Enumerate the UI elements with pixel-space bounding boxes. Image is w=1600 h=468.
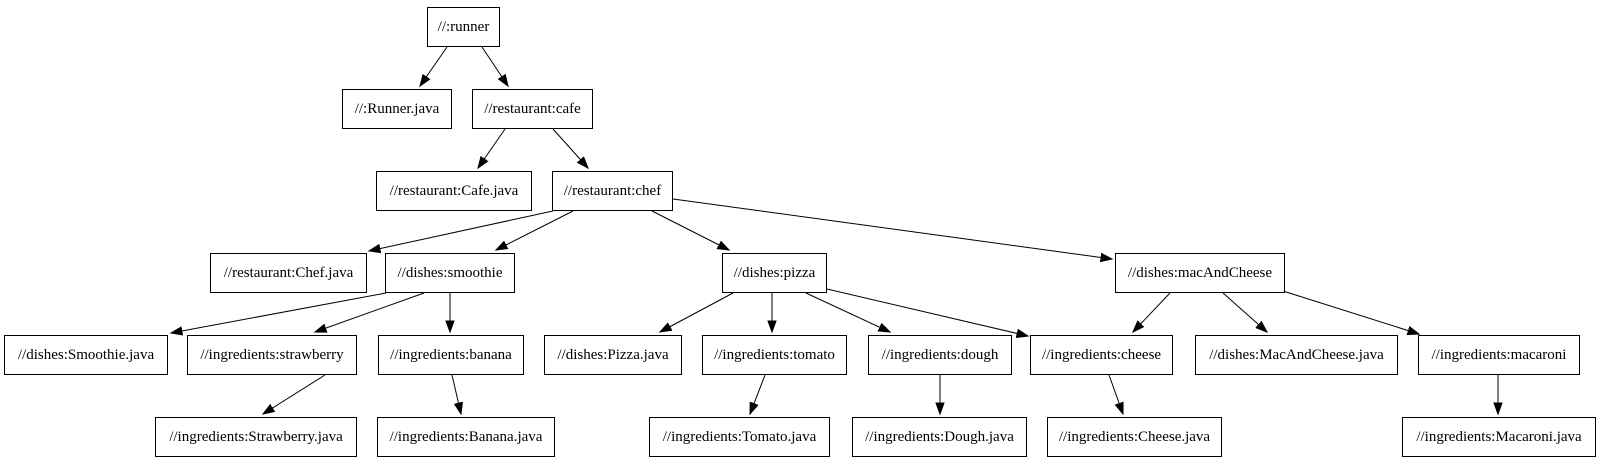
edge-cafe-to-cafe-java: [478, 128, 506, 168]
node-label: //:runner: [437, 18, 490, 35]
edge-smoothie-to-smoothie-java: [171, 292, 387, 333]
node-label: //dishes:MacAndCheese.java: [1209, 346, 1384, 363]
node-smoothie-java: //dishes:Smoothie.java: [4, 335, 168, 375]
edge-runner-to-cafe: [481, 46, 508, 86]
node-label: //ingredients:banana: [390, 346, 512, 363]
node-label: //dishes:smoothie: [397, 264, 503, 281]
node-cheese-java: //ingredients:Cheese.java: [1047, 417, 1222, 457]
edge-mac-and-cheese-to-macaroni: [1282, 290, 1419, 334]
node-runner: //:runner: [427, 7, 500, 47]
node-cafe: //restaurant:cafe: [472, 89, 593, 129]
node-cafe-java: //restaurant:Cafe.java: [376, 171, 532, 211]
node-strawberry: //ingredients:strawberry: [187, 335, 357, 375]
edge-tomato-to-tomato-java: [750, 374, 766, 414]
edge-chef-to-pizza: [651, 210, 729, 250]
node-dough: //ingredients:dough: [868, 335, 1012, 375]
node-label: //ingredients:macaroni: [1431, 346, 1567, 363]
edge-pizza-to-cheese: [826, 288, 1028, 336]
node-mac-and-cheese: //dishes:macAndCheese: [1115, 253, 1285, 293]
node-strawberry-java: //ingredients:Strawberry.java: [155, 417, 357, 457]
node-label: //dishes:Pizza.java: [557, 346, 669, 363]
node-label: //dishes:pizza: [733, 264, 816, 281]
node-runner-java: //:Runner.java: [342, 89, 452, 129]
node-label: //ingredients:tomato: [714, 346, 835, 363]
edge-chef-to-smoothie: [496, 210, 574, 250]
node-tomato: //ingredients:tomato: [702, 335, 847, 375]
node-label: //restaurant:cafe: [484, 100, 581, 117]
node-label: //ingredients:cheese: [1041, 346, 1162, 363]
edge-runner-to-runner-java: [420, 46, 448, 86]
node-pizza-java: //dishes:Pizza.java: [544, 335, 682, 375]
node-label: //ingredients:Dough.java: [865, 428, 1014, 445]
edge-cheese-to-cheese-java: [1108, 374, 1123, 414]
node-label: //restaurant:Cafe.java: [389, 182, 519, 199]
node-label: //ingredients:Strawberry.java: [169, 428, 343, 445]
node-cheese: //ingredients:cheese: [1030, 335, 1173, 375]
edge-strawberry-to-strawberry-java: [263, 374, 326, 414]
edge-smoothie-to-strawberry: [315, 292, 425, 332]
node-pizza: //dishes:pizza: [722, 253, 827, 293]
node-label: //restaurant:Chef.java: [223, 264, 354, 281]
node-label: //:Runner.java: [354, 100, 440, 117]
node-label: //ingredients:Tomato.java: [662, 428, 817, 445]
node-label: //ingredients:dough: [881, 346, 999, 363]
edge-chef-to-mac-and-cheese: [672, 198, 1112, 259]
node-chef: //restaurant:chef: [552, 171, 673, 211]
node-label: //ingredients:Macaroni.java: [1416, 428, 1582, 445]
node-dough-java: //ingredients:Dough.java: [852, 417, 1027, 457]
edge-pizza-to-dough: [805, 292, 890, 332]
edge-chef-to-chef-java: [369, 210, 554, 251]
edge-pizza-to-pizza-java: [660, 292, 734, 332]
node-tomato-java: //ingredients:Tomato.java: [649, 417, 830, 457]
node-label: //ingredients:Banana.java: [389, 428, 543, 445]
node-macaroni: //ingredients:macaroni: [1418, 335, 1580, 375]
node-chef-java: //restaurant:Chef.java: [210, 253, 367, 293]
node-label: //ingredients:strawberry: [200, 346, 344, 363]
node-label: //dishes:Smoothie.java: [17, 346, 155, 363]
node-label: //restaurant:chef: [563, 182, 662, 199]
edge-banana-to-banana-java: [451, 374, 461, 414]
node-smoothie: //dishes:smoothie: [385, 253, 515, 293]
node-banana: //ingredients:banana: [378, 335, 524, 375]
edge-mac-and-cheese-to-cheese: [1133, 292, 1171, 332]
node-label: //ingredients:Cheese.java: [1058, 428, 1211, 445]
node-label: //dishes:macAndCheese: [1127, 264, 1273, 281]
edge-cafe-to-chef: [552, 128, 588, 168]
node-mac-and-cheese-java: //dishes:MacAndCheese.java: [1195, 335, 1398, 375]
node-banana-java: //ingredients:Banana.java: [377, 417, 555, 457]
node-macaroni-java: //ingredients:Macaroni.java: [1402, 417, 1596, 457]
edge-mac-and-cheese-to-mac-and-cheese-java: [1222, 292, 1267, 332]
